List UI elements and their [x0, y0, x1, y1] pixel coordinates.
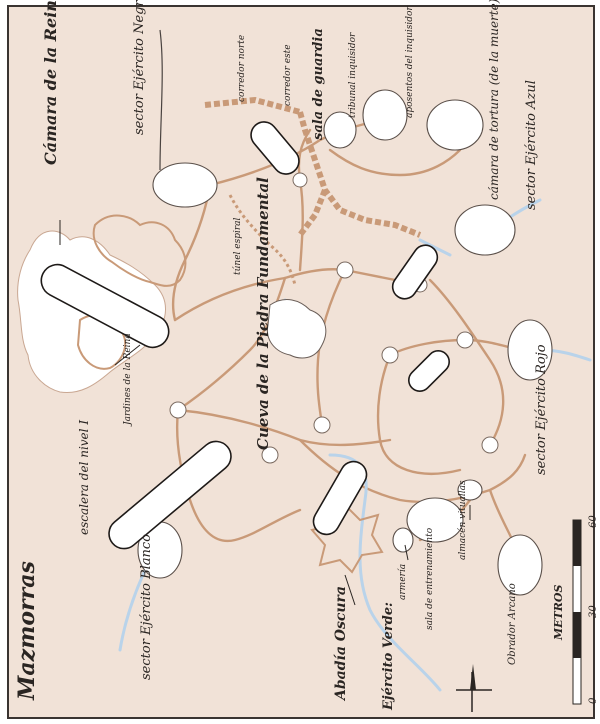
corredor-este-path	[297, 111, 422, 238]
label-almacen: almacén vituallas	[457, 480, 468, 560]
label-sector-azul: sector Ejército Azul	[524, 80, 539, 210]
tunnel-node	[313, 416, 331, 434]
room-tribunal	[362, 89, 408, 141]
label-sector-blanco: sector Ejército Blanco	[139, 534, 154, 680]
tunnel-segment	[376, 353, 462, 475]
staircase-queen	[40, 263, 170, 349]
room-sala-entrenamiento	[406, 497, 464, 543]
staircase-rojo	[408, 350, 450, 392]
label-tunel-espiral: túnel espiral	[232, 217, 243, 275]
label-camara-tortura: cámara de tortura (de la muerte)	[487, 0, 501, 200]
rooms	[137, 89, 553, 596]
spiral-staircases	[40, 121, 450, 550]
north-arrow-icon	[456, 664, 492, 712]
leader-line	[404, 544, 409, 561]
label-camara-reina: Cámara de la Reina	[41, 0, 60, 165]
tunnel-segment	[208, 118, 382, 187]
label-sala-guardia: sala de guardia	[311, 28, 326, 140]
label-sala-entrenamiento: sala de entrenamiento	[425, 527, 435, 630]
staircase-azul	[391, 244, 439, 300]
leader-line	[114, 344, 141, 366]
tunnel-node	[336, 261, 354, 279]
label-corredor-este: corredor este	[283, 44, 293, 106]
label-abadia: Abadía Oscura	[333, 586, 349, 702]
room-camara-tortura	[426, 99, 484, 151]
room-almacen	[457, 479, 483, 501]
tunnel-segment	[175, 408, 302, 543]
tunnel-node	[261, 446, 279, 464]
scale-unit-label: METROS	[552, 585, 565, 641]
corredor-norte-path	[204, 96, 301, 115]
staircase-abadia	[312, 460, 368, 536]
room-sector-negro	[152, 162, 218, 208]
label-escalera: escalera del nivel I	[77, 420, 91, 535]
tunnel-segment	[428, 278, 505, 447]
abadia-oscura-shape	[310, 503, 384, 574]
scale-bar: METROS 0 30 60	[552, 515, 599, 705]
label-obrador: Obrador Arcano	[507, 583, 518, 665]
tunnel-segment	[173, 276, 287, 322]
tunnel-segment	[328, 148, 462, 177]
label-armeria: armería	[397, 564, 408, 600]
queen-gardens-outline	[92, 214, 187, 287]
tunnel-segment	[316, 268, 347, 427]
tunnel-node	[381, 346, 399, 364]
leader-lines	[59, 220, 471, 606]
room-sector-azul	[454, 204, 516, 256]
label-corredor-norte: corredor norte	[237, 35, 247, 102]
tunnel-node	[481, 436, 499, 454]
tunnel-segment	[171, 183, 212, 322]
scale-tick-60: 60	[588, 515, 599, 528]
room-obrador	[497, 534, 543, 596]
cueva-piedra-fundamental	[266, 299, 327, 359]
label-sector-negro: sector Ejército Negro	[132, 0, 147, 135]
tunnel-node	[292, 172, 308, 188]
staircase-guard	[250, 121, 300, 175]
leader-line	[344, 574, 356, 606]
tunnel-node	[456, 331, 474, 349]
scale-tick-0: 0	[588, 697, 599, 704]
room-sector-rojo	[507, 319, 553, 381]
room-sala-guardia	[323, 111, 357, 149]
north-shaft-line	[159, 29, 163, 171]
spiral-tunnel-path	[228, 194, 297, 286]
blue-tunnel-segment	[418, 238, 452, 257]
label-jardines: Jardines de la Reina	[123, 333, 133, 427]
guard-corridors	[204, 96, 422, 286]
label-tribunal: tribunal inquisidor	[348, 32, 358, 118]
label-ejercito-verde: Ejército Verde:	[381, 602, 396, 711]
label-aposentos: aposentos del inquisidor	[405, 6, 415, 118]
label-cueva: Cueva de la Piedra Fundamental	[254, 177, 272, 450]
staircase-nivel-1	[108, 440, 232, 550]
label-sector-rojo: sector Ejército Rojo	[534, 344, 549, 475]
map-title: Mazmorras	[14, 561, 40, 701]
scale-tick-30: 30	[588, 605, 599, 618]
tunnel-node	[169, 401, 187, 419]
room-armeria	[392, 527, 414, 553]
